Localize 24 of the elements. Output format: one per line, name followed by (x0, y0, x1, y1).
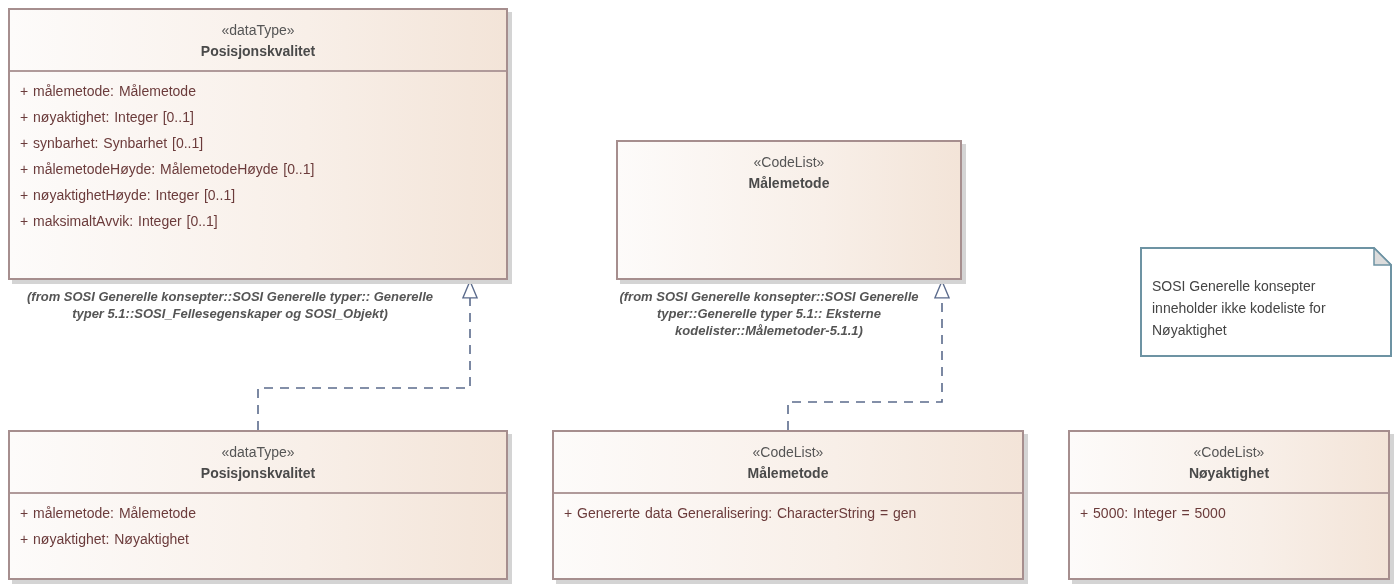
package-note: (from SOSI Generelle konsepter::SOSI Generelle typer:: Generelle typer 5.1::SOSI_Fellesegenskaper og SOSI_Objekt) (26, 288, 434, 322)
class-name: Målemetode (747, 464, 829, 483)
attribute-text: + Genererte data Generalisering: CharacterString = gen (564, 504, 917, 523)
note-text: SOSI Generelle konsepter inneholder ikke kodeliste for Nøyaktighet (1152, 277, 1327, 340)
attribute-text: + synbarhet: Synbarhet [0..1] (20, 134, 204, 153)
attribute-text: + maksimaltAvvik: Integer [0..1] (20, 212, 218, 231)
attribute-text: + nøyaktighet: Integer [0..1] (20, 108, 194, 127)
stereotype-label: «CodeList» (752, 443, 824, 462)
attribute-text: + 5000: Integer = 5000 (1080, 504, 1226, 523)
class-name: Nøyaktighet (1188, 464, 1270, 483)
attribute-text: + målemetode: Målemetode (20, 82, 196, 101)
class-name: Målemetode (748, 174, 830, 193)
note-box (1140, 247, 1392, 357)
class-name: Posisjonskvalitet (200, 464, 316, 483)
stereotype-label: «CodeList» (753, 153, 825, 172)
package-note: (from SOSI Generelle konsepter::SOSI Generelle typer::Generelle typer 5.1:: Eksterne kodelister::Målemetoder-5.1.1) (618, 288, 920, 339)
stereotype-label: «dataType» (221, 443, 295, 462)
stereotype-label: «dataType» (221, 21, 295, 40)
attribute-text: + målemetode: Målemetode (20, 504, 196, 523)
attribute-text: + målemetodeHøyde: MålemetodeHøyde [0..1] (20, 160, 315, 179)
stereotype-label: «CodeList» (1193, 443, 1265, 462)
class-name: Posisjonskvalitet (200, 42, 316, 61)
attribute-text: + nøyaktighetHøyde: Integer [0..1] (20, 186, 236, 205)
attribute-text: + nøyaktighet: Nøyaktighet (20, 530, 189, 549)
